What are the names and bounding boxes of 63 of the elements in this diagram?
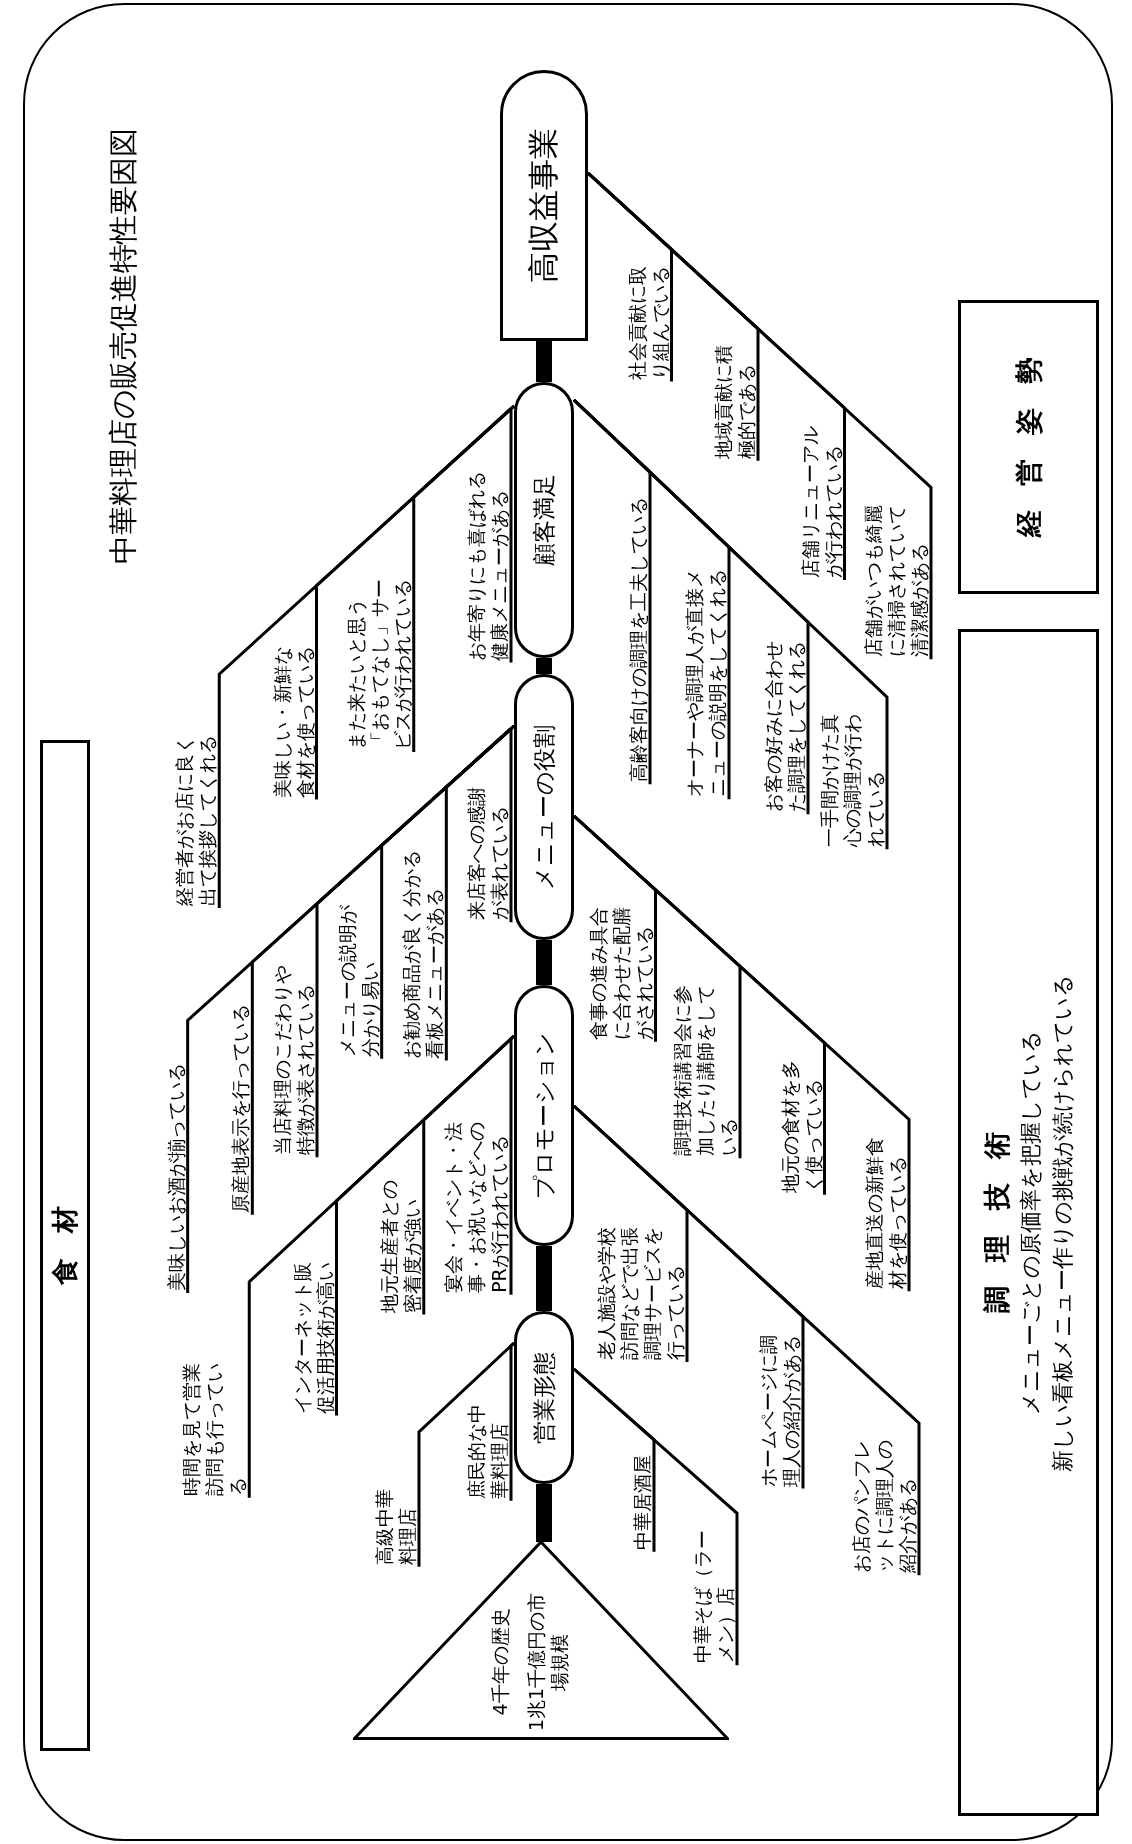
spine-line xyxy=(536,940,552,985)
bone-line xyxy=(573,814,911,1292)
bone-line xyxy=(509,1341,516,1501)
cause-text: オーナーや調理人が直接メニューの説明をしてくれる xyxy=(683,553,729,800)
spine-line xyxy=(536,658,552,674)
cause-text: 経営者がお店に良く出て挨拶してくれる xyxy=(173,722,220,909)
cause-text: 産地直送の新鮮食材を使っている xyxy=(863,1125,909,1292)
cause-text: インターネット販促活用技術が高い xyxy=(290,1249,337,1416)
bone-line xyxy=(573,1367,739,1666)
cause-text: お年寄りにも喜ばれる健康メニューがある xyxy=(465,456,511,663)
cause-text: 一手間かけた真心の調理が行われている xyxy=(818,703,887,850)
bone-line xyxy=(509,1034,516,1295)
cause-text: 高齢客向けの調理を工夫している xyxy=(627,478,650,785)
cause-text: 店舗がいつも綺麗に清掃されていて清潔感がある xyxy=(862,493,931,660)
cause-text: また来たいと思う「おもてなし」サービスが行われている xyxy=(344,566,414,753)
category-capsule: プロモーション xyxy=(514,985,574,1246)
cause-text: 社会貢献に取り組んでいる xyxy=(625,255,672,382)
box-note: メニューごとの原価率を把握している xyxy=(1016,1030,1044,1415)
cause-text: 店舗リニューアルが行われている xyxy=(798,414,845,580)
cause-text: ホームページに調理人の紹介がある xyxy=(757,1322,803,1489)
cause-text: 庶民的な中華料理店 xyxy=(465,1394,511,1501)
bone-line xyxy=(509,724,515,923)
spine-line xyxy=(536,341,552,382)
category-capsule: メニューの役割 xyxy=(514,674,574,940)
triangle-text: 1兆1千億円の市場規模 xyxy=(525,1592,571,1732)
cause-text: 中華居酒屋 xyxy=(631,1445,654,1552)
cause-text: 時間を見て営業訪問も行っている xyxy=(180,1351,250,1498)
cause-text: お勧め商品が良く分かる看板メニューがある xyxy=(400,834,447,1061)
cause-text: 美味しい・新鮮な食材を使っている xyxy=(270,633,317,800)
category-capsule: 顧客満足 xyxy=(514,382,574,658)
cause-text: 中華そば（ラーメン）店 xyxy=(691,1519,737,1666)
category-capsule: 営業形態 xyxy=(514,1311,574,1484)
effect-head: 高収益事業 xyxy=(500,70,588,341)
box-note: 新しい看板メニュー作りの挑戦が続けられている xyxy=(1048,973,1076,1472)
box-heading: 調理技術 xyxy=(979,1107,1013,1313)
bone-line xyxy=(587,171,933,660)
cause-text: 宴会・イベント・法事・お祝いなどへのPRが行われている xyxy=(442,1108,511,1295)
category-box xyxy=(958,300,1099,594)
diagram-title: 中華料理店の販売促進特性要因図 xyxy=(105,128,141,564)
cause-text: お店のパンフレットに調理人の紹介がある xyxy=(850,1429,919,1576)
cause-text: 食事の進み具合に合わせた配膳がされている xyxy=(586,895,656,1042)
cause-text: 地元の食材を多く使っている xyxy=(778,1048,825,1195)
cause-text: 調理技術講習会に参加したり講師をしている xyxy=(671,972,740,1159)
cause-text: 地域貢献に積極的である xyxy=(712,334,758,461)
cause-text: 来店客への感謝が表れている xyxy=(465,776,511,923)
bone-line xyxy=(572,398,889,850)
bone-line xyxy=(573,1104,921,1576)
cause-text: 当店料理のこだわりや特徴が表されている xyxy=(271,951,317,1158)
bone-line xyxy=(509,404,515,663)
cause-text: 老人施設や学校訪問などで出張調理サービスを行っている xyxy=(595,1215,687,1362)
spine-line xyxy=(536,1246,552,1311)
spine-line xyxy=(536,1484,552,1542)
box-heading: 経営姿勢 xyxy=(1011,332,1045,538)
cause-text: 原産地表示を行っている xyxy=(229,988,253,1215)
cause-text: 高級中華料理店 xyxy=(373,1480,419,1567)
category-box xyxy=(958,629,1099,1816)
cause-text: 美味しいお酒が揃っている xyxy=(164,1047,188,1294)
cause-text: メニューの説明が分かり易い xyxy=(335,892,382,1059)
box-heading: 食材 xyxy=(48,1182,81,1285)
category-box xyxy=(40,740,90,1751)
triangle-text: 4千年の歴史 xyxy=(489,1607,512,1718)
cause-text: お客の好みに合わせた調理をしてくれる xyxy=(762,628,808,815)
cause-text: 地元生産者との密着度が強い xyxy=(377,1168,424,1315)
